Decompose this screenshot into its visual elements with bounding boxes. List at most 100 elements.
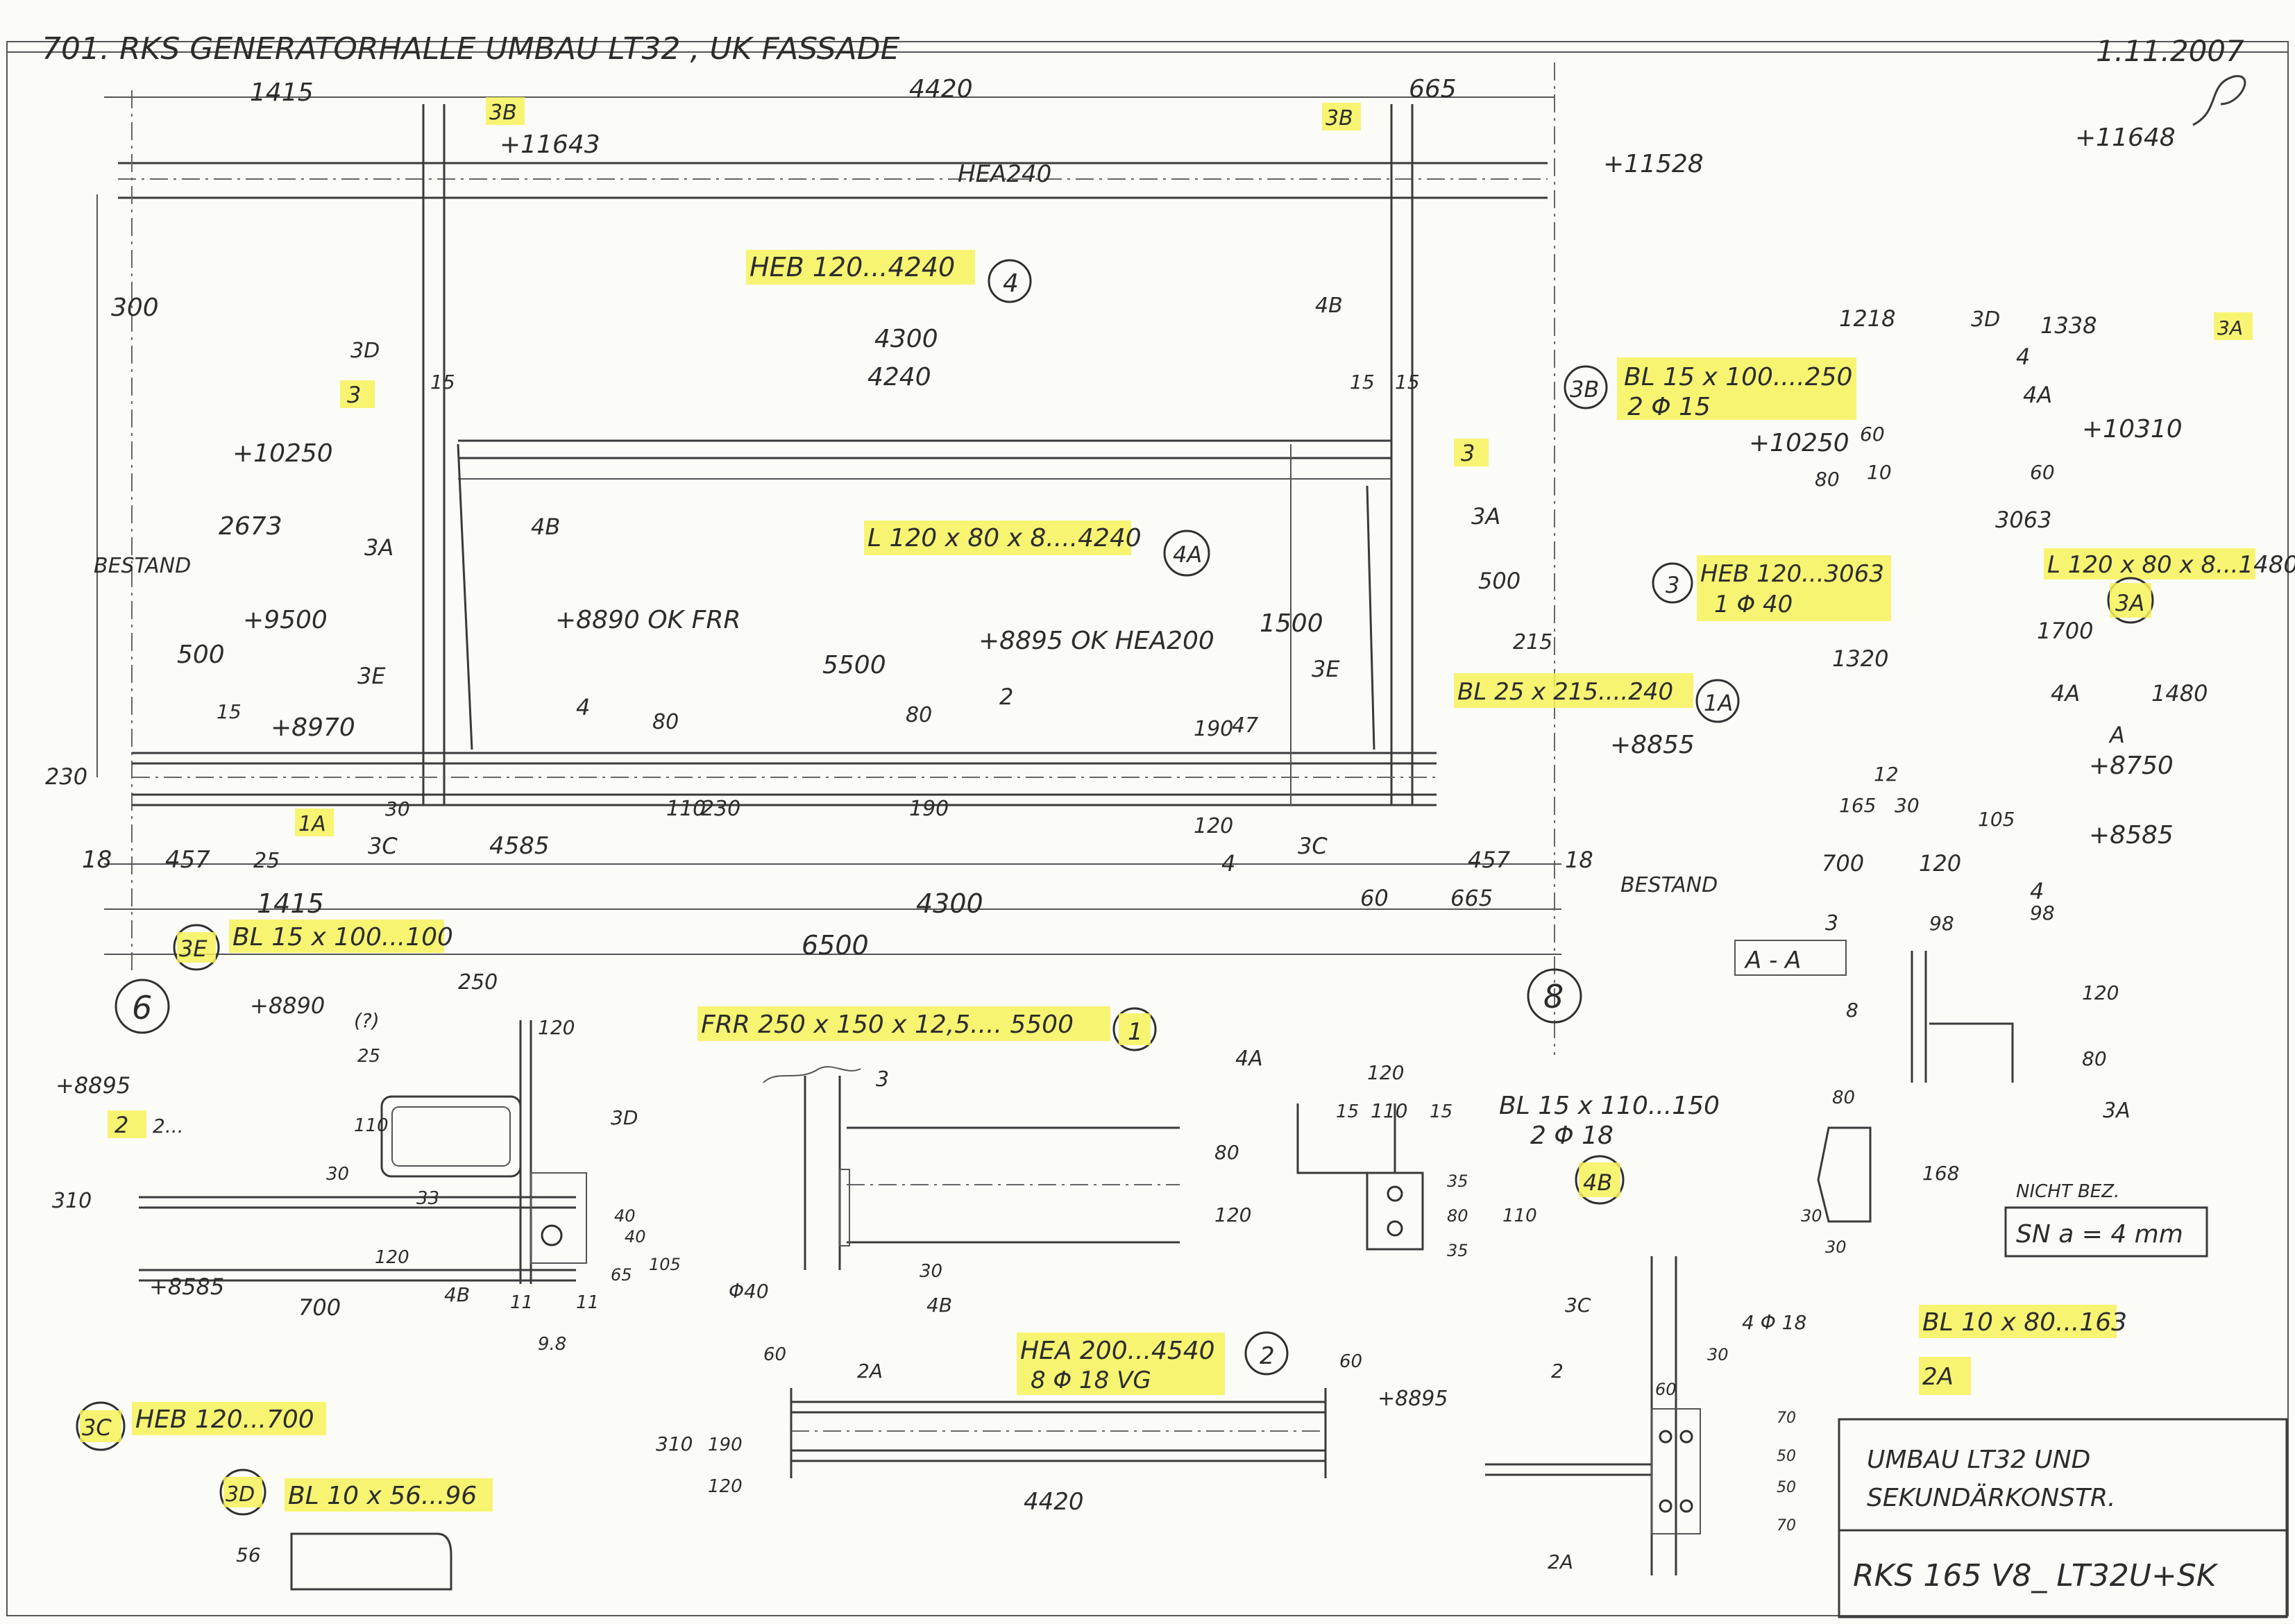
- d3c-dim-11b: 11: [576, 1292, 599, 1313]
- tag-1a: 1A: [298, 812, 326, 836]
- dim-30-right: 30: [1895, 794, 1920, 817]
- d4b-dim-110: 110: [1371, 1099, 1407, 1122]
- mark-4-b: 4: [1221, 850, 1235, 877]
- mark-4-d: 4: [2030, 878, 2044, 904]
- d3c-dim-33: 33: [416, 1188, 439, 1209]
- callout-2a-text: BL 10 x 80...163: [1922, 1308, 2127, 1337]
- detail-2: 60 2A 60 +8895 310 190 120 4420: [656, 1344, 1448, 1516]
- detail-2a: 80 168 30 30: [1801, 1088, 1959, 1257]
- title-block-line1: UMBAU LT32 UND: [1867, 1446, 2090, 1474]
- d2-mark-2a: 2A: [857, 1360, 883, 1382]
- d2a-dim-30b: 30: [1825, 1237, 1847, 1257]
- d4b-dim-35a: 35: [1447, 1172, 1468, 1191]
- d2ac-mark-3c: 3C: [1565, 1294, 1591, 1317]
- level-8855: +8855: [1610, 731, 1695, 759]
- callout-2-mark: 2: [1260, 1342, 1275, 1370]
- d3c-level-8585: +8585: [149, 1274, 224, 1300]
- callout-4b-text: BL 15 x 110...150: [1499, 1092, 1720, 1120]
- callout-3e-text: BL 15 x 100...100: [232, 923, 453, 951]
- d2-dim-120: 120: [708, 1476, 743, 1497]
- callout-3b-text: BL 15 x 100....250: [1624, 363, 1852, 391]
- callout-3d-mark: 3D: [226, 1482, 255, 1507]
- d2ac-bolts: 4 Φ 18: [1742, 1311, 1806, 1334]
- callout-4-mark: 4: [1003, 269, 1019, 298]
- title-block-line2: SEKUNDÄRKONSTR.: [1867, 1483, 2115, 1512]
- d4b-dim-110b: 110: [1502, 1206, 1537, 1226]
- dim-500-top: 500: [1478, 568, 1521, 594]
- mark-4a-b: 4A: [2051, 680, 2080, 707]
- dim-105-right: 105: [1978, 808, 2015, 831]
- mark-4a-a: 4A: [2023, 382, 2052, 408]
- dim-10-right: 10: [1867, 461, 1892, 484]
- d2ac-mark-2: 2: [1551, 1360, 1564, 1382]
- level-10250-left: +10250: [232, 439, 333, 468]
- axis-bubble-6: [115, 979, 170, 1034]
- main-elevation: HEA240 6 8: [96, 62, 1582, 1055]
- level-8585: +8585: [2089, 821, 2174, 849]
- dim-12: 12: [1874, 763, 1899, 786]
- dim-15-d: 15: [1395, 371, 1420, 394]
- detail-3: 3 30 4B Φ40 80 120: [729, 1066, 1251, 1317]
- d4b-mark-4a: 4A: [1235, 1047, 1263, 1071]
- dim-110: 110: [666, 797, 706, 821]
- dim-700-right: 700: [1822, 850, 1864, 877]
- bestand-right: BESTAND: [1620, 873, 1718, 897]
- callout-4-text: HEB 120...4240: [750, 252, 955, 282]
- weld-note: NICHT BEZ. SN a = 4 mm: [2004, 1181, 2208, 1258]
- dim-120-mid: 120: [1194, 814, 1233, 838]
- level-8895: +8895 OK HEA200: [979, 627, 1214, 655]
- header-date: 1.11.2007: [2096, 34, 2244, 68]
- d3c-dim-700: 700: [298, 1294, 341, 1321]
- dim-60-bottom: 60: [1360, 885, 1389, 911]
- level-11648: +11648: [2075, 124, 2176, 152]
- section-a-a-label: A - A: [1744, 947, 1801, 974]
- callout-3c-mark: 3C: [82, 1414, 112, 1441]
- callout-2-text: HEA 200...4540: [1020, 1337, 1215, 1365]
- dim-18-right: 18: [1565, 847, 1593, 873]
- callout-3c-text: HEB 120...700: [135, 1405, 314, 1434]
- tag-3-left: 3: [347, 382, 361, 408]
- dim-80-right: 80: [1815, 468, 1840, 491]
- dim-1700: 1700: [2037, 618, 2093, 644]
- d2-dim-310: 310: [656, 1432, 693, 1455]
- callout-3d-text: BL 10 x 56...96: [288, 1482, 477, 1510]
- dim-6500: 6500: [802, 930, 869, 961]
- level-8970: +8970: [271, 713, 355, 742]
- tag-3b-left: 3B: [489, 101, 517, 125]
- callout-3b-sub: 2 Φ 15: [1627, 393, 1711, 421]
- level-8890: +8890 OK FRR: [555, 606, 740, 634]
- callout-3a-text: L 120 x 80 x 8...1480: [2047, 551, 2295, 579]
- callout-1a-mark: 1A: [1704, 690, 1733, 716]
- d3c-dim-25: 25: [357, 1046, 380, 1067]
- detail-3c: +8890 (?) +8895 2... 310 110 30 120 +858…: [52, 970, 681, 1355]
- callout-4a-text: L 120 x 80 x 8....4240: [867, 524, 1142, 552]
- dim-4240: 4240: [867, 363, 931, 391]
- dim-2673: 2673: [219, 512, 282, 541]
- elevation-annotations: +11643 +11528 +11648 +10250 +10250 +1031…: [45, 75, 2208, 961]
- d3c-dim-120b: 120: [538, 1016, 575, 1039]
- dim-15-b: 15: [430, 371, 455, 394]
- dim-80-b: 80: [906, 703, 932, 727]
- elevation-marks: BESTAND BESTAND 2 4 4 4 4 4A 4A 4B 4B 3A…: [94, 294, 2125, 904]
- callout-2a-mark: 2A: [1922, 1363, 1954, 1391]
- tag-3a: 3A: [2217, 316, 2243, 339]
- d2ac-dim-50b: 50: [1777, 1479, 1796, 1496]
- dim-665-top: 665: [1409, 75, 1457, 103]
- level-11643: +11643: [500, 130, 600, 159]
- sheet-border: [6, 41, 2289, 1616]
- callout-4b-mark: 4B: [1583, 1169, 1612, 1196]
- d4b-dim-35b: 35: [1447, 1241, 1468, 1260]
- tag-3b-right: 3B: [1326, 106, 1353, 130]
- detail-4b: 4A 120 110 15 15 35 80 35 110: [1235, 1047, 1537, 1260]
- section-dim-8: 8: [1846, 999, 1858, 1022]
- d3c-level-8890: +8890: [250, 992, 325, 1019]
- dim-230-left: 230: [45, 763, 87, 790]
- d2a-dim-80: 80: [1832, 1088, 1855, 1108]
- d4b-dim-15b: 15: [1430, 1101, 1453, 1122]
- dim-25-left: 25: [253, 849, 280, 873]
- detail-2a-conn: 3C 4 Φ 18 2 60 30 2A 70 50 50 70: [1485, 1256, 1806, 1575]
- bestand-left: BESTAND: [94, 554, 191, 578]
- callouts: HEB 120...4240 4 L 120 x 80 x 8....4240 …: [76, 250, 2295, 1516]
- d3c-dim-65: 65: [611, 1265, 632, 1285]
- callout-4a-mark: 4A: [1173, 541, 1202, 568]
